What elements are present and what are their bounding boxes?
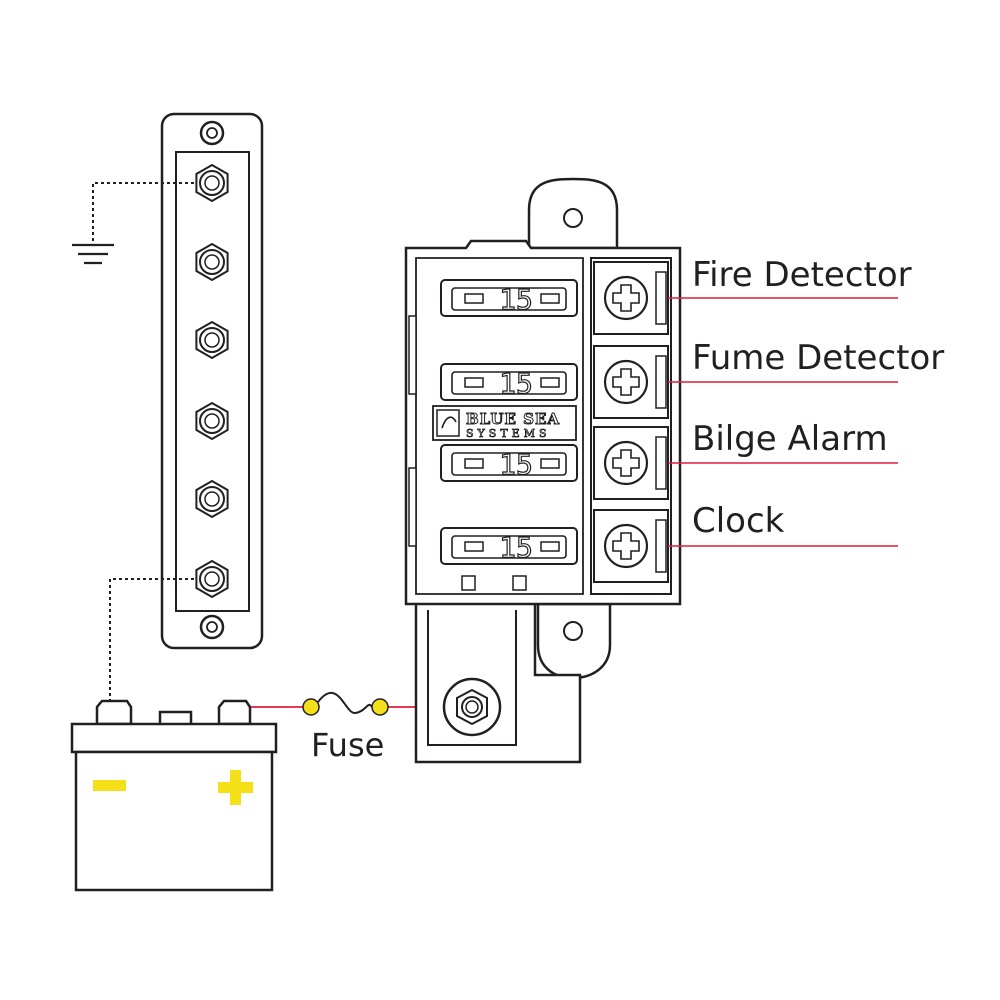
- positive-terminal-icon: [218, 770, 253, 805]
- brand-name-line2: SYSTEMS: [466, 427, 551, 440]
- fuse-rating-label: 15: [499, 283, 533, 316]
- main-feed-stud: [442, 677, 502, 737]
- brand-name-line1: BLUE SEA: [466, 410, 560, 428]
- screw-terminal-icon: [593, 509, 669, 583]
- blade-fuse: 15: [440, 279, 578, 317]
- negative-wire: [109, 578, 194, 702]
- inline-fuse-label: Fuse: [311, 726, 385, 764]
- bus-bar-stud: [195, 242, 229, 282]
- bus-bar-stud: [195, 163, 229, 203]
- blade-fuse: 15: [440, 527, 578, 565]
- circuit-label-fire-detector: Fire Detector: [692, 255, 912, 295]
- bus-bar-stud: [195, 320, 229, 360]
- battery: [70, 699, 278, 892]
- inline-fuse: [302, 692, 389, 716]
- fuse-rating-label: 15: [499, 448, 533, 481]
- bus-bar-stud: [195, 479, 229, 519]
- ground-icon: [72, 243, 114, 265]
- fuse-rating-label: 15: [499, 531, 533, 564]
- screw-terminal-icon: [593, 426, 669, 500]
- circuit-label-bilge-alarm: Bilge Alarm: [692, 419, 888, 459]
- blade-fuse: 15: [440, 444, 578, 482]
- negative-bus-bar: [160, 112, 264, 650]
- blade-fuse: 15: [440, 363, 578, 401]
- circuit-label-fume-detector: Fume Detector: [692, 338, 945, 378]
- circuit-label-clock: Clock: [692, 501, 785, 541]
- bus-bar-stud: [195, 559, 229, 599]
- fuse-rating-label: 15: [499, 367, 533, 400]
- ground-wire: [92, 182, 194, 242]
- screw-terminal-icon: [593, 345, 669, 419]
- brand-logo: BLUE SEA SYSTEMS: [432, 405, 577, 441]
- screw-terminal-icon: [593, 261, 669, 335]
- bus-bar-stud: [195, 401, 229, 441]
- negative-terminal-icon: [93, 780, 126, 791]
